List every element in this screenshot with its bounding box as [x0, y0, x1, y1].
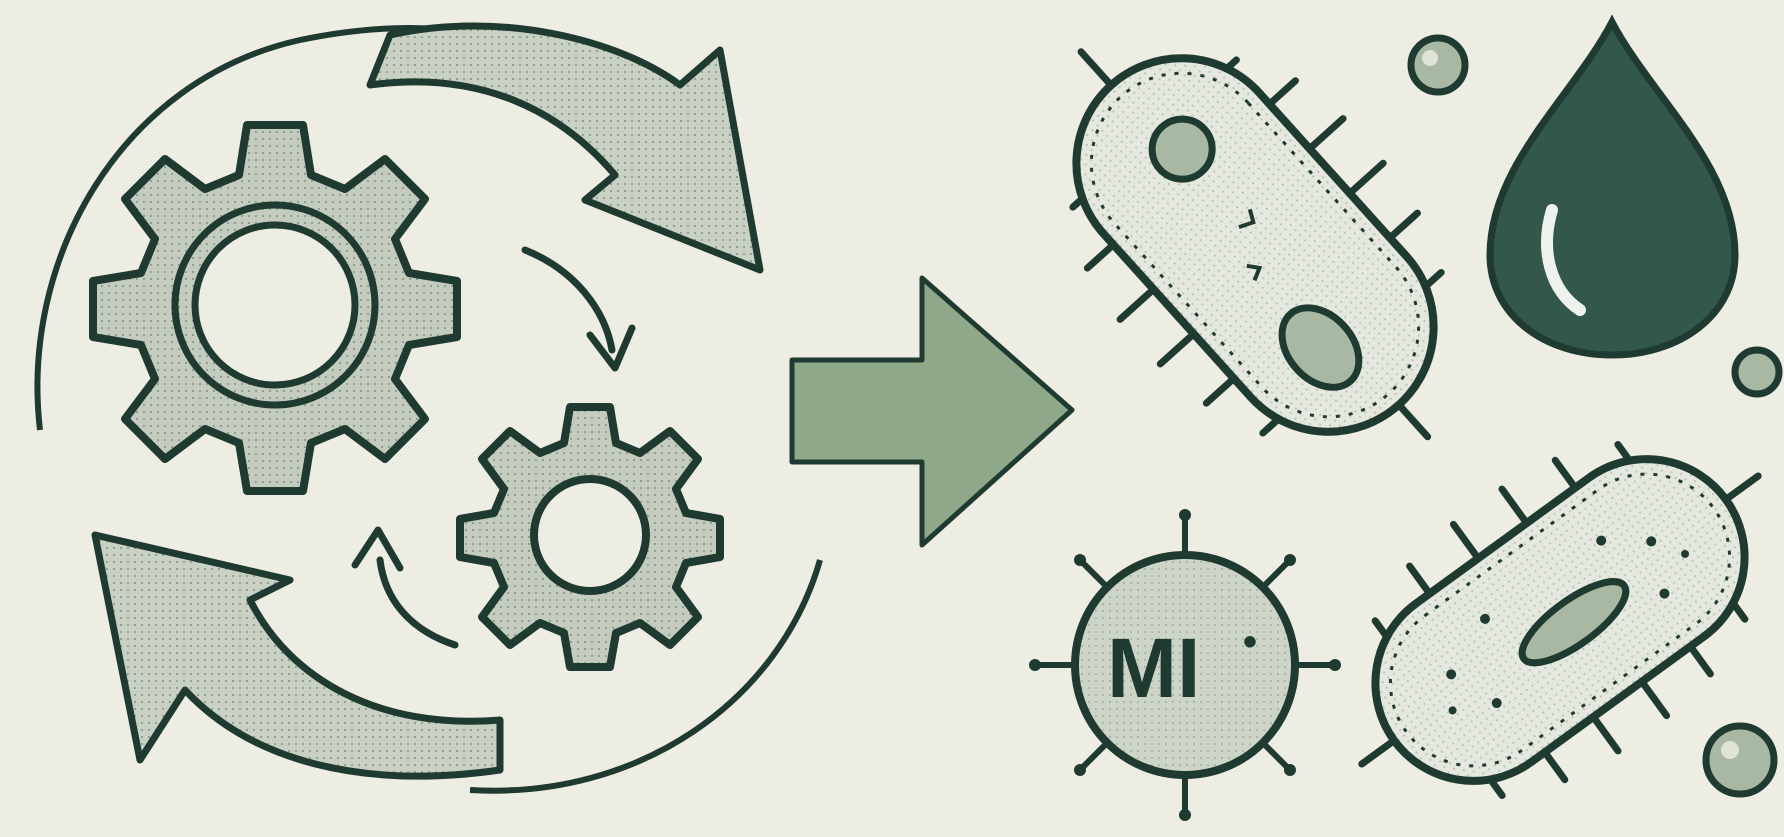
cycle-bottom-arrow-icon	[91, 531, 504, 780]
inner-down-arrow-icon	[521, 246, 636, 372]
water-drop-icon	[1486, 14, 1739, 359]
cycle-icon-group	[34, 22, 823, 794]
small-gear-icon	[456, 403, 724, 671]
large-gear-icon	[89, 121, 461, 495]
bacterium-icon	[1358, 440, 1762, 800]
bubble-icon	[1731, 346, 1783, 398]
cycle-lower-arc-icon	[469, 559, 823, 794]
bubble-icon	[1407, 34, 1469, 96]
inner-up-arrow-icon	[351, 526, 459, 649]
bacterium-icon	[1069, 48, 1445, 441]
right-arrow-icon	[789, 275, 1075, 548]
cycle-top-arrow-icon	[366, 22, 764, 274]
bubble-icon	[1702, 722, 1778, 798]
virus-label-mark: •	[1243, 620, 1257, 664]
virus-label: MI	[1107, 621, 1200, 715]
virus-icon: MI •	[1029, 509, 1341, 821]
